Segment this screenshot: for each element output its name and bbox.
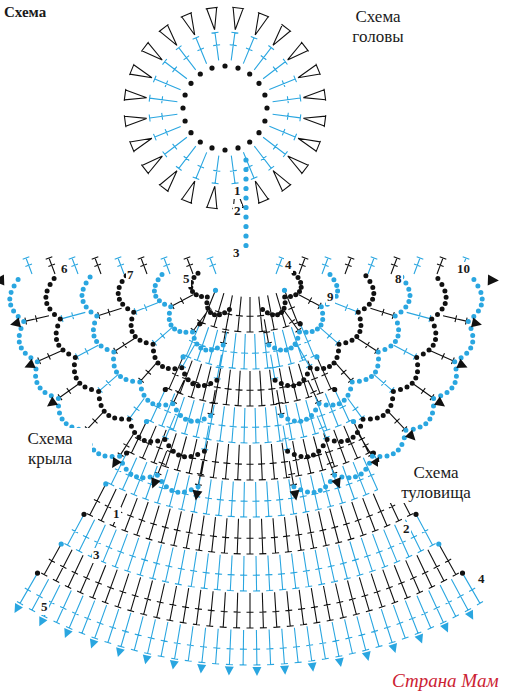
chart-title: Схема bbox=[4, 4, 46, 21]
row-number: 1 bbox=[112, 507, 121, 522]
row-number: 5 bbox=[40, 600, 49, 615]
row-number: 2 bbox=[233, 204, 242, 219]
row-number: 6 bbox=[60, 262, 69, 277]
watermark: Страна Мам bbox=[392, 670, 499, 692]
row-number: 2 bbox=[402, 522, 411, 537]
stitch-symbols bbox=[17, 32, 483, 665]
row-number: 4 bbox=[477, 572, 486, 587]
row-number: 4 bbox=[284, 258, 293, 273]
section-caption: Схема туловища bbox=[378, 462, 494, 503]
row-number: 3 bbox=[232, 246, 241, 261]
stitch-symbols bbox=[25, 7, 467, 628]
row-number: 1 bbox=[233, 184, 242, 199]
row-number: 7 bbox=[126, 268, 135, 283]
picot-marks bbox=[15, 603, 474, 676]
row-number: 9 bbox=[326, 290, 335, 305]
row-number: 10 bbox=[456, 262, 471, 277]
row-number: 8 bbox=[394, 272, 403, 287]
row-number: 5 bbox=[182, 272, 191, 287]
row-number: 3 bbox=[92, 548, 101, 563]
section-caption: Схема головы bbox=[330, 6, 426, 47]
section-caption: Схема крыла bbox=[8, 428, 92, 469]
